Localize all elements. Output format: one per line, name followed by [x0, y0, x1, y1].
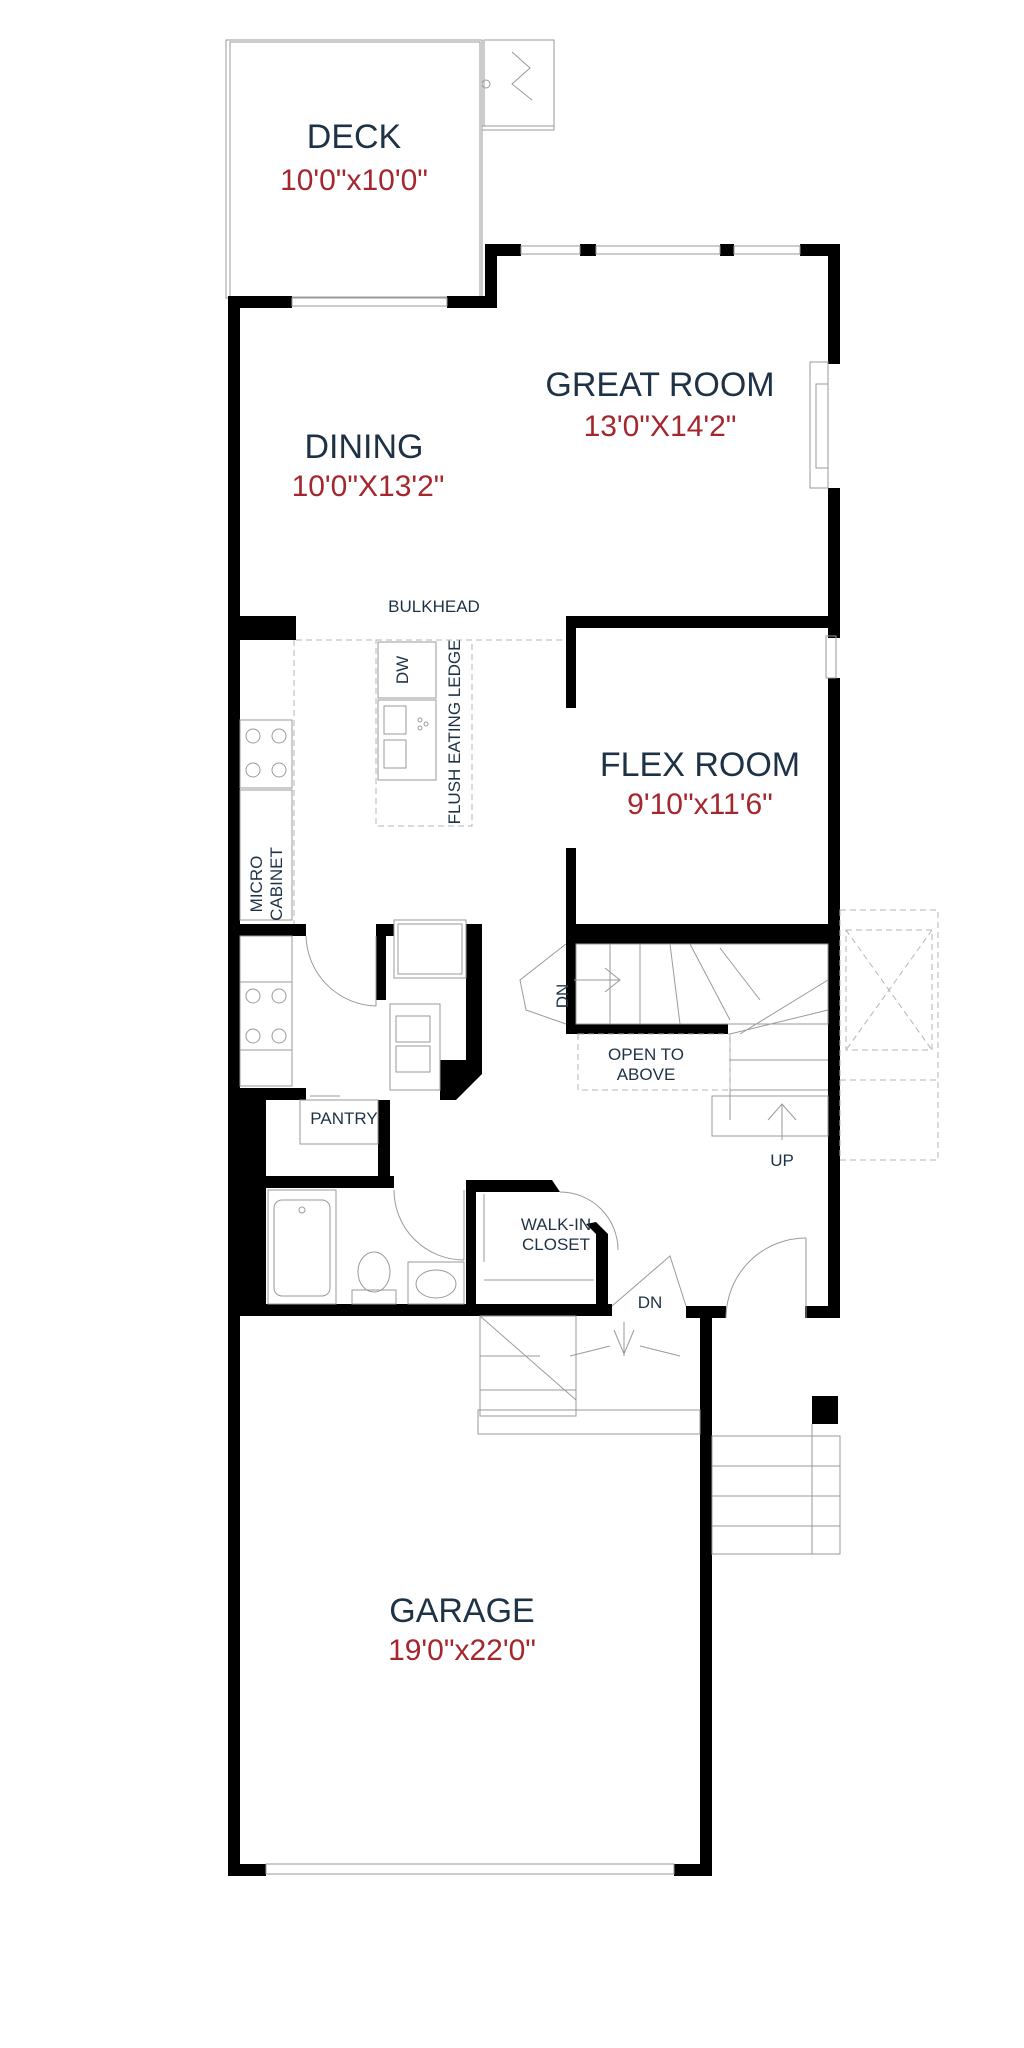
- great-room-name: GREAT ROOM: [545, 366, 774, 404]
- closet-label: CLOSET: [522, 1235, 590, 1254]
- pantry-label: PANTRY: [310, 1109, 377, 1128]
- garage-name: GARAGE: [389, 1592, 534, 1630]
- open-to-label: OPEN TO: [608, 1045, 684, 1064]
- dining-dimension: 10'0"X13'2": [292, 470, 445, 503]
- stair-up-label: UP: [770, 1151, 794, 1170]
- bulkhead-label: BULKHEAD: [388, 597, 480, 616]
- walk-in-label: WALK-IN: [521, 1215, 591, 1234]
- stairs: [574, 943, 829, 1140]
- garage-stair-down-label: DN: [638, 1293, 663, 1312]
- stair-down-label: DN: [553, 984, 572, 1009]
- interior-walls: [236, 616, 840, 1316]
- bathroom-fixtures: [267, 1189, 465, 1305]
- deck-dimension: 10'0"x10'0": [280, 164, 428, 197]
- exterior-porch: [839, 909, 939, 1161]
- exterior-walls: [228, 244, 840, 1876]
- windows: [265, 245, 837, 1875]
- deck-name: DECK: [307, 118, 402, 156]
- pantry-fixtures: [299, 1095, 379, 1145]
- dw-label: DW: [393, 656, 412, 684]
- garage-stairs: [477, 1315, 701, 1435]
- kitchen-fixtures: [239, 639, 473, 1091]
- front-steps: [711, 1424, 841, 1555]
- closet-fixtures: [483, 1191, 619, 1281]
- great-room-dimension: 13'0"X14'2": [584, 410, 737, 443]
- cabinet-label: CABINET: [267, 847, 286, 921]
- flush-eating-ledge-label: FLUSH EATING LEDGE: [445, 640, 464, 825]
- dining-name: DINING: [305, 428, 424, 466]
- flex-room-name: FLEX ROOM: [600, 746, 800, 784]
- fireplace: [809, 361, 829, 489]
- garage-dimension: 19'0"x22'0": [388, 1634, 536, 1667]
- entry-doors: [519, 943, 807, 1319]
- above-label: ABOVE: [617, 1065, 676, 1084]
- flex-room-dimension: 9'10"x11'6": [627, 788, 773, 821]
- micro-label: MICRO: [247, 856, 266, 913]
